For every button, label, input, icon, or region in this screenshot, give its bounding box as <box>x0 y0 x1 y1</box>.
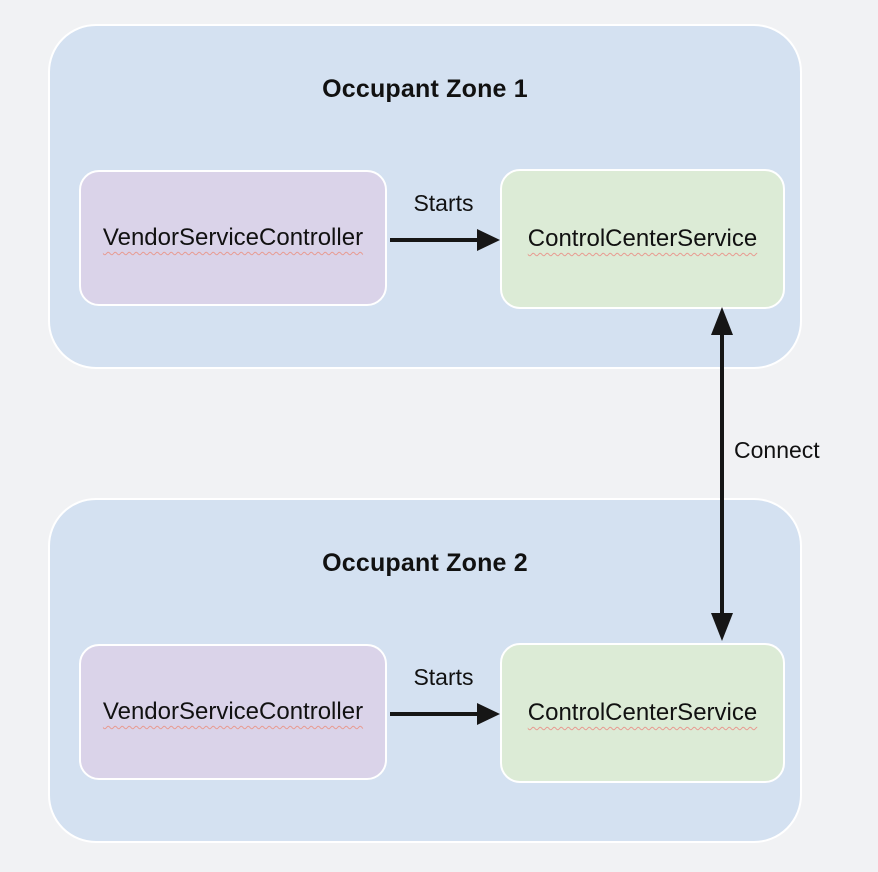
connect-arrowhead-down-icon <box>711 613 733 641</box>
occupant-zone-1: Occupant Zone 1 VendorServiceController … <box>48 24 802 369</box>
connect-edge-label: Connect <box>734 437 820 463</box>
zone-1-starts-edge-label: Starts <box>413 190 474 216</box>
zone-1-arrowhead-right-icon <box>477 229 500 251</box>
zone-1-vendor-service-controller-label: VendorServiceController <box>102 224 364 251</box>
connect-arrowhead-up-icon <box>711 307 733 335</box>
zone-1-control-center-service-label: ControlCenterService <box>527 225 758 252</box>
zone-2-starts-edge-label: Starts <box>413 664 474 690</box>
zone-1-title: Occupant Zone 1 <box>322 74 528 103</box>
zone-2-vendor-service-controller-label: VendorServiceController <box>102 698 364 725</box>
zone-2-title: Occupant Zone 2 <box>322 548 528 577</box>
occupant-zone-2: Occupant Zone 2 VendorServiceController … <box>48 498 802 843</box>
zone-1-starts-arrow-line <box>390 238 478 242</box>
zone-2-starts-arrow-line <box>390 712 478 716</box>
zone-2-control-center-service-node: ControlCenterService <box>500 643 785 783</box>
zone-1-vendor-service-controller-node: VendorServiceController <box>79 170 387 306</box>
zone-1-control-center-service-node: ControlCenterService <box>500 169 785 309</box>
zone-2-arrowhead-right-icon <box>477 703 500 725</box>
zone-2-control-center-service-label: ControlCenterService <box>527 699 758 726</box>
connect-arrow-line <box>720 331 724 617</box>
zone-2-vendor-service-controller-node: VendorServiceController <box>79 644 387 780</box>
